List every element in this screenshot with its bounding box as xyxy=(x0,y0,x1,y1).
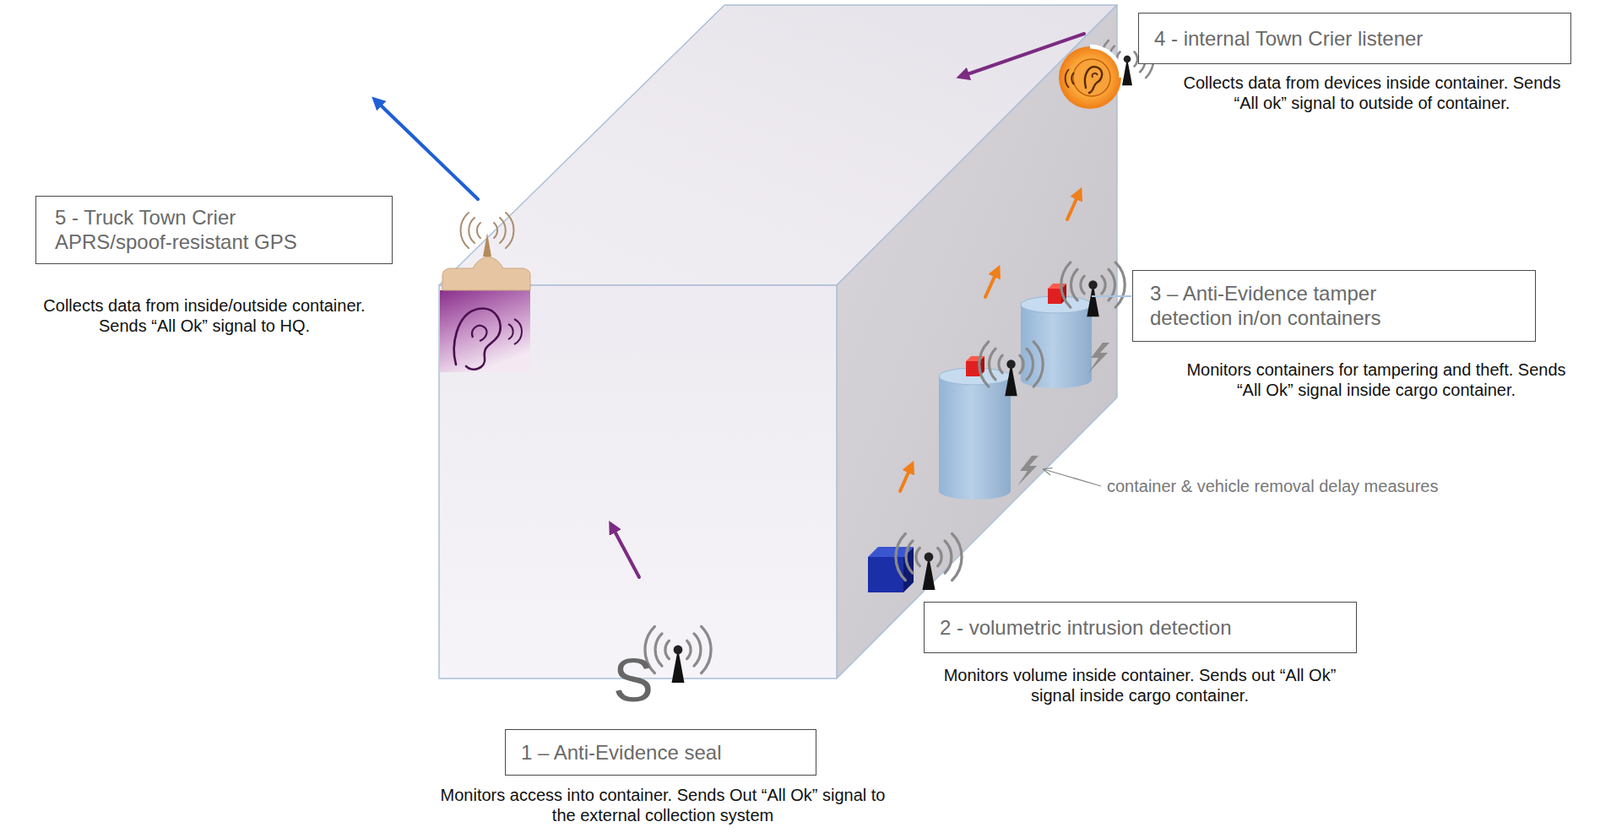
truck-town-crier xyxy=(493,222,498,239)
town-crier-listener xyxy=(1065,69,1069,88)
town-crier-listener xyxy=(1073,59,1111,97)
truck-town-crier xyxy=(514,319,522,345)
node-heading: 4 - internal Town Crier listener xyxy=(1138,12,1572,65)
truck-town-crier xyxy=(442,256,531,291)
volumetric-sensor xyxy=(867,557,904,593)
cargo-container xyxy=(439,285,837,679)
sensor-node: 2 - volumetric intrusion detectionMonito… xyxy=(923,602,1357,654)
radio-antenna xyxy=(645,40,1154,684)
truck-town-crier xyxy=(508,324,514,340)
signal-arrow xyxy=(900,466,912,492)
signal-arrow xyxy=(376,101,478,200)
tamper-cylinder xyxy=(938,368,1011,500)
node-heading: 2 - volumetric intrusion detection xyxy=(923,602,1357,654)
removal-delay-symbol xyxy=(1088,342,1110,374)
leader-line xyxy=(1091,295,1132,298)
truck-town-crier xyxy=(439,290,531,373)
truck-town-crier xyxy=(439,212,531,373)
radio-antenna xyxy=(979,341,1043,396)
truck-town-crier xyxy=(454,309,501,370)
truck-town-crier xyxy=(482,233,492,257)
node-heading: 1 – Anti-Evidence seal xyxy=(504,729,817,776)
leader-line xyxy=(1043,296,1132,487)
sensor-node: 3 – Anti-Evidence tamper detection in/on… xyxy=(1132,270,1536,342)
radio-antenna xyxy=(645,626,711,684)
truck-town-crier xyxy=(471,325,487,342)
node-description: Monitors access into container. Sends Ou… xyxy=(434,785,891,826)
town-crier-listener xyxy=(1084,66,1102,93)
seal-letter: S xyxy=(612,650,654,711)
node-description: Monitors containers for tampering and th… xyxy=(1177,359,1575,401)
signal-arrow xyxy=(612,526,640,578)
tamper-cylinder xyxy=(1020,304,1092,389)
truck-town-crier xyxy=(499,217,506,244)
signal-arrow xyxy=(985,271,998,298)
cargo-container xyxy=(836,5,1118,679)
radio-antenna xyxy=(1061,262,1125,317)
truck-town-crier xyxy=(477,222,481,239)
cargo-container xyxy=(439,5,1118,679)
town-crier-listener xyxy=(1058,46,1122,109)
signal-arrow xyxy=(1067,193,1080,220)
node-description: Collects data from devices inside contai… xyxy=(1169,72,1575,114)
tamper-sensor xyxy=(1047,288,1062,304)
town-crier-listener xyxy=(1058,46,1122,109)
tamper-cylinder xyxy=(938,376,1011,500)
truck-town-crier xyxy=(468,217,475,244)
radio-antenna xyxy=(895,533,962,591)
town-crier-listener xyxy=(1092,73,1098,78)
signal-arrow xyxy=(962,33,1085,76)
removal-delay-symbol xyxy=(1017,342,1110,487)
removal-delay-symbol xyxy=(1017,455,1039,487)
node-description: Collects data from inside/outside contai… xyxy=(31,295,378,337)
tamper-sensor xyxy=(965,361,980,377)
signal-arrow xyxy=(376,33,1085,578)
truck-town-crier xyxy=(461,212,469,249)
truck-town-crier xyxy=(505,212,514,249)
node-heading: 3 – Anti-Evidence tamper detection in/on… xyxy=(1132,270,1536,342)
truck-town-crier xyxy=(461,212,515,249)
tamper-sensor xyxy=(1047,283,1067,289)
tamper-sensor xyxy=(965,356,985,362)
sensor-node: 1 – Anti-Evidence sealMonitors access in… xyxy=(504,729,817,776)
callout-label: container & vehicle removal delay measur… xyxy=(1106,477,1438,495)
node-description: Monitors volume inside container. Sends … xyxy=(941,665,1339,706)
leader-line xyxy=(1043,469,1102,487)
sensor-node: 5 - Truck Town Crier APRS/spoof-resistan… xyxy=(35,195,393,265)
sensor-node: 4 - internal Town Crier listenerCollects… xyxy=(1138,12,1572,65)
town-crier-listener xyxy=(1071,72,1074,85)
node-heading: 5 - Truck Town Crier APRS/spoof-resistan… xyxy=(35,195,393,265)
